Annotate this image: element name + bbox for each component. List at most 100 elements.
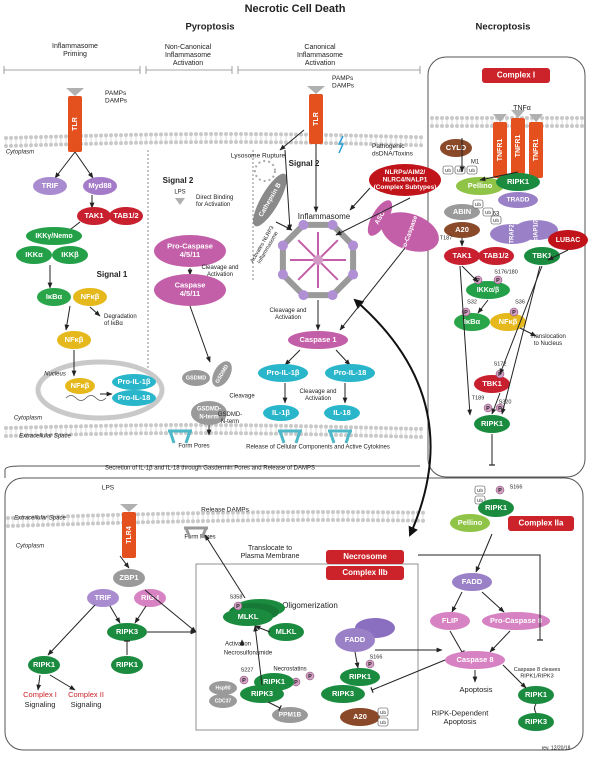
- dna-strand: [65, 395, 107, 401]
- node-gsdmd-b-shape: [212, 361, 232, 387]
- label-cleave-act-2: Cleavage and: [269, 308, 306, 314]
- node-nfkb-1: NFκβ: [73, 288, 107, 306]
- receptor-tlr4-cap: [120, 504, 138, 512]
- pathway-arrow: [284, 149, 293, 231]
- ripk3-to-necrosome: [144, 589, 197, 633]
- node-il18-label: IL-18: [333, 408, 351, 417]
- label-k63: K63: [489, 212, 500, 218]
- pathway-arrow: [519, 327, 537, 337]
- node-nfkb-4-label: NFκβ: [499, 317, 518, 326]
- phospho-site: P: [493, 275, 503, 285]
- node-cyld-shape: [440, 139, 472, 157]
- pathway-arrow: [74, 151, 94, 179]
- pathway-arrow: [475, 533, 493, 573]
- svg-text:P: P: [486, 406, 490, 412]
- node-cdc37-label: CDC37: [215, 698, 232, 704]
- node-il18: IL-18: [324, 405, 360, 421]
- node-pro-casp4-label: Pro-Caspase: [167, 242, 213, 251]
- node-tab12-1-shape: [109, 207, 143, 225]
- node-nlrps-shape: [369, 164, 441, 196]
- node-ripk1-left1-shape: [111, 656, 143, 674]
- pathway-arrow: [339, 247, 406, 331]
- node-il1b-shape: [263, 405, 299, 421]
- node-nfkb-1-shape: [73, 288, 107, 306]
- node-mlkl-olig: MLKL: [223, 608, 273, 626]
- node-ripk3-bot: RIPK3: [518, 713, 554, 731]
- node-fadd-nec-shape: [335, 628, 375, 652]
- node-complex-iib-shape: [326, 566, 404, 580]
- node-ikk-nemo-label: IKKγ/Nemo: [35, 233, 72, 240]
- node-zbp1-shape: [113, 569, 145, 587]
- node-hsp90-shape: [209, 681, 237, 695]
- label-lysosome-rupture: Lysosome Rupture: [231, 153, 286, 160]
- node-pro-il1b-2-label: Pro-IL-1β: [267, 368, 300, 377]
- node-cyld-label: CYLD: [446, 143, 467, 152]
- node-fadd-nec-label: FADD: [345, 635, 366, 644]
- label-activation: Activation: [225, 642, 251, 648]
- node-rig1-shape: [134, 589, 166, 607]
- phospho-site: P: [483, 403, 493, 413]
- node-zbp1: ZBP1: [113, 569, 145, 587]
- node-ripk3-left-label: RIPK3: [116, 627, 138, 636]
- label-s166-a: S166: [510, 484, 523, 490]
- node-pro-il1b-1-shape: [112, 374, 156, 390]
- node-mlkl: MLKL: [268, 623, 304, 641]
- pathogen-bolt-icon: [337, 135, 345, 154]
- node-ripk1-ub-shape: [478, 499, 514, 517]
- svg-text:Ub: Ub: [380, 710, 386, 716]
- node-ripk1-mid: RIPK1: [474, 415, 510, 433]
- svg-text:N-term: N-term: [199, 415, 218, 421]
- node-ikba-2-label: IκBα: [464, 317, 481, 326]
- node-nlrps-label: NLRPs/AIM2/: [385, 169, 426, 176]
- phospho-site: P: [233, 601, 243, 611]
- node-mlkl-label: MLKL: [276, 627, 297, 636]
- node-ripk3-nec-a-shape: [240, 685, 284, 703]
- label-necrostatins: Necrostatins: [273, 667, 306, 673]
- node-a20-2: A20: [340, 708, 380, 726]
- receptor-tlr-1-body: [68, 96, 82, 152]
- svg-text:P: P: [368, 662, 372, 668]
- label-s172: S172: [494, 361, 507, 367]
- pathway-arrow: [284, 349, 301, 366]
- receptor-tlr-2-label: TLR: [313, 112, 320, 126]
- label-extracellular-lower: Extracellular Space: [14, 516, 66, 522]
- receptor-tlr-1: TLR: [66, 88, 84, 152]
- node-ikkb-1-shape: [52, 246, 88, 264]
- node-a20-1: A20: [444, 222, 480, 238]
- svg-text:P: P: [498, 406, 502, 412]
- node-ikba-1: IκBα: [37, 288, 71, 306]
- node-a20-2-shape: [340, 708, 380, 726]
- label-s227: S227: [241, 667, 254, 673]
- node-ripk3-left-shape: [107, 623, 147, 641]
- label-s358: S358: [230, 594, 243, 600]
- label-cleavage: Cleavage: [229, 394, 255, 400]
- node-pro-il1b-1-label: Pro-IL-1β: [118, 377, 151, 386]
- label-pamps-2: DAMPs: [332, 82, 355, 89]
- subsection-canonical: Inflammasome: [297, 52, 343, 59]
- node-fadd-nec: FADD: [335, 628, 375, 652]
- phospho-site: P: [365, 659, 375, 669]
- node-pellino-1: Pellino: [456, 177, 504, 195]
- node-il1b: IL-1β: [263, 405, 299, 421]
- node-ripk3-left: RIPK3: [107, 623, 147, 641]
- page-title: Necrotic Cell Death: [245, 3, 346, 15]
- subsection-canonical: Canonical: [304, 44, 336, 51]
- node-tradd-shape: [498, 192, 538, 208]
- node-ikkb-1-label: IKKβ: [61, 250, 79, 259]
- label-lps-1: LPS: [174, 190, 185, 196]
- svg-text:P: P: [496, 278, 500, 284]
- node-pellino-1-label: Pellino: [468, 181, 493, 190]
- label-s32: S32: [467, 299, 477, 305]
- pathway-arrow: [491, 392, 501, 415]
- receptor-tlr-2-body: [309, 94, 323, 144]
- node-tbk1-1: TBK1: [524, 247, 560, 265]
- svg-text:P: P: [294, 680, 298, 686]
- label-caspase8-cleaves: RIPK1/RIPK3: [520, 674, 553, 680]
- inflammasome-complex: [277, 219, 359, 301]
- node-tak1-1: TAK1: [77, 207, 111, 225]
- phospho-site: P: [473, 275, 483, 285]
- pathway-arrow: [459, 265, 473, 416]
- label-complex-i-signaling: Signaling: [25, 700, 56, 709]
- node-ripk3-nec-b: RIPK3: [321, 685, 365, 703]
- crosstalk-arrow: [353, 298, 432, 537]
